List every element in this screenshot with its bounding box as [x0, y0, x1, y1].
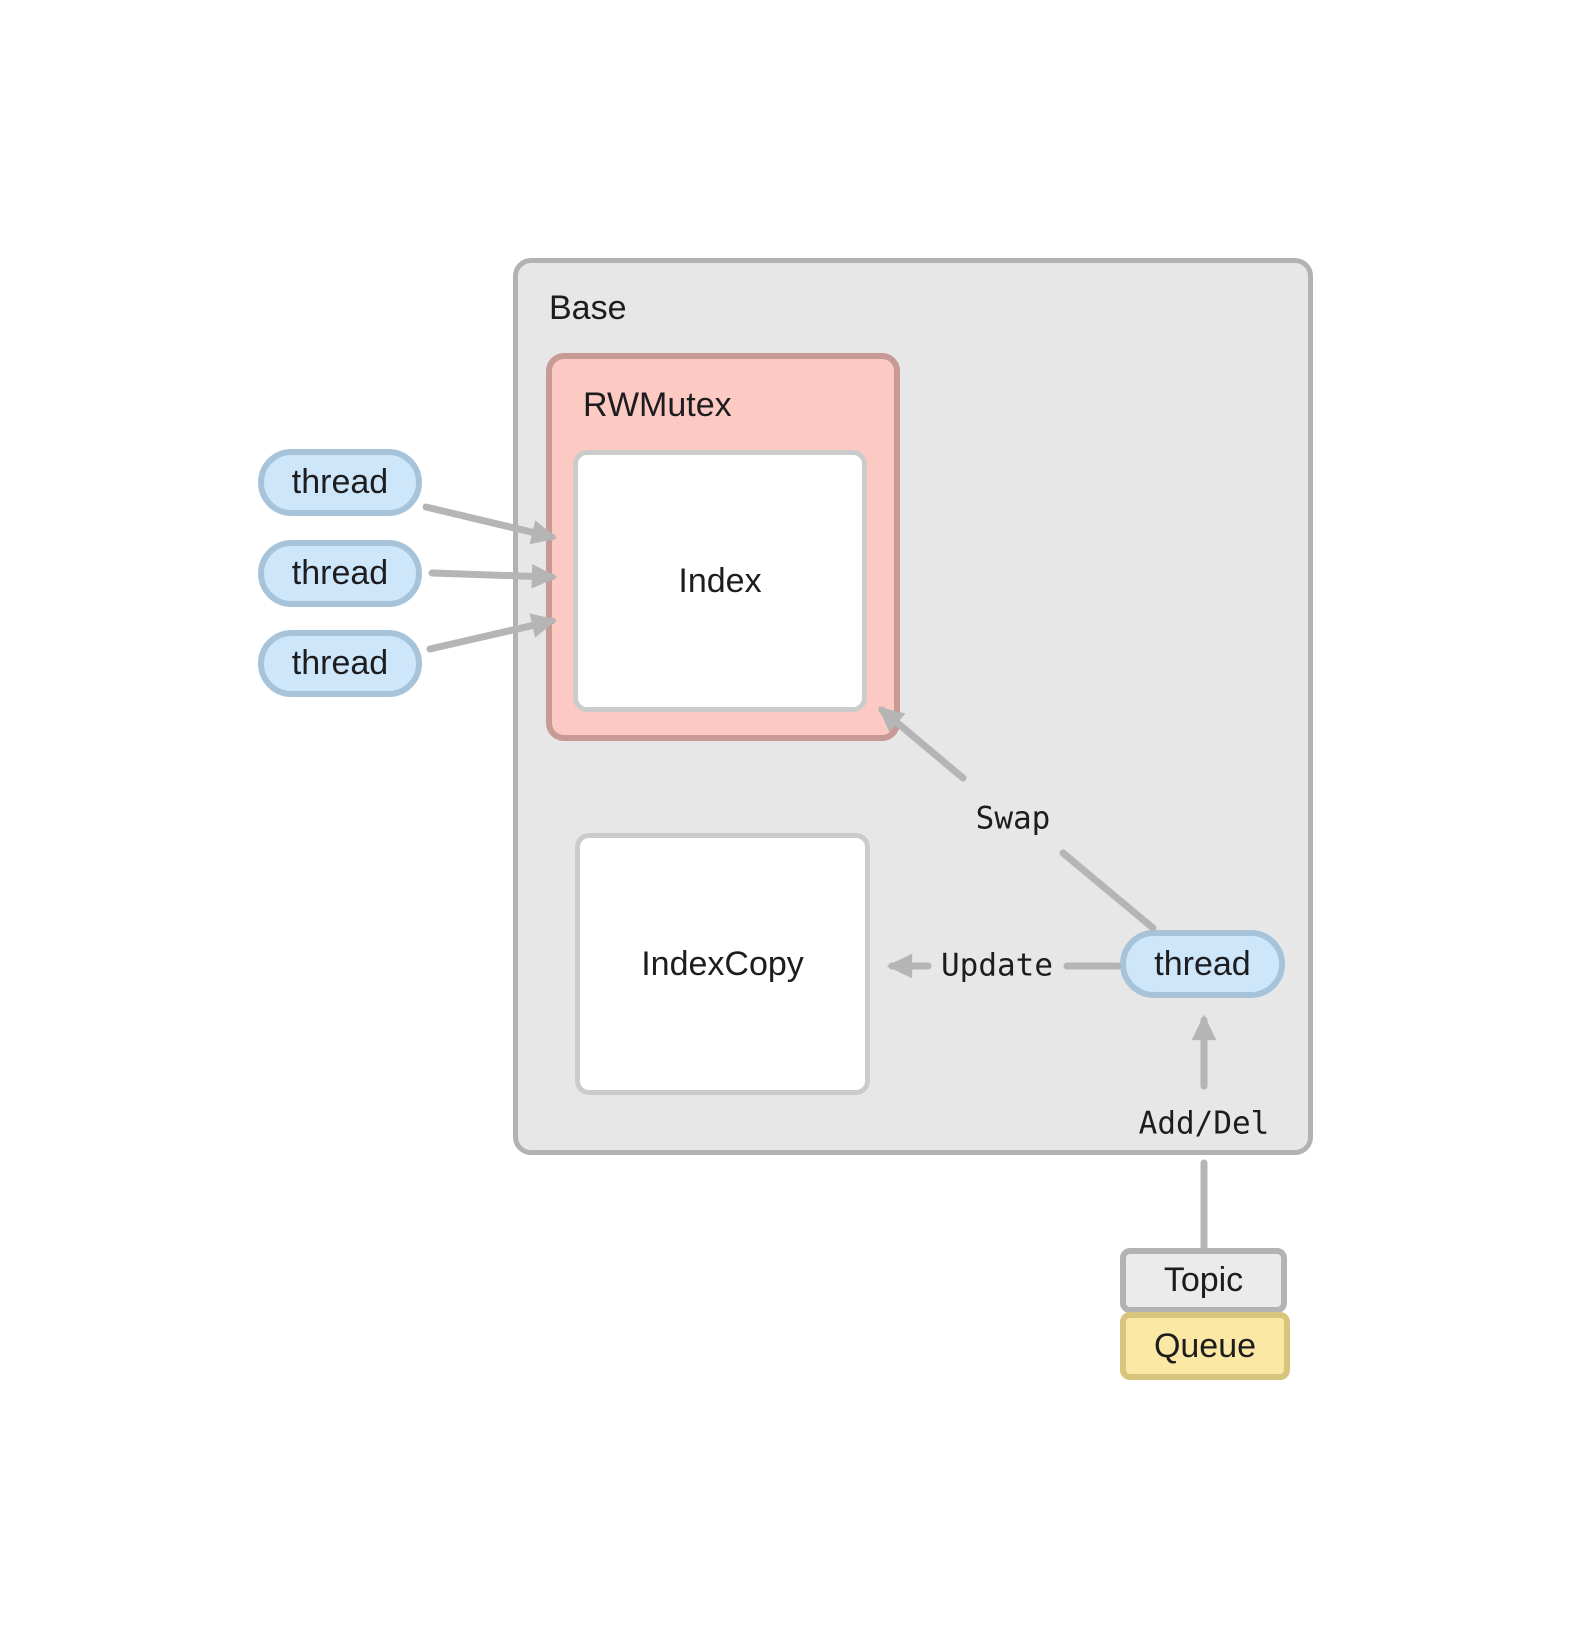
swap-edge-label: Swap	[975, 800, 1051, 837]
reader-thread-pill-1: thread	[258, 449, 422, 516]
queue-box: Queue	[1120, 1312, 1290, 1380]
writer-thread-pill: thread	[1120, 930, 1285, 998]
update-edge-label: Update	[941, 947, 1053, 984]
reader-thread-label-2: thread	[291, 554, 389, 592]
base-label: Base	[549, 289, 627, 327]
writer-thread-label: thread	[1154, 944, 1251, 983]
index-box: Index	[573, 450, 867, 712]
indexcopy-label: IndexCopy	[641, 944, 804, 983]
reader-thread-pill-2: thread	[258, 540, 422, 607]
topic-box: Topic	[1120, 1248, 1287, 1313]
topic-label: Topic	[1163, 1261, 1244, 1299]
rwmutex-label: RWMutex	[583, 386, 732, 424]
queue-label: Queue	[1153, 1326, 1257, 1365]
reader-thread-label-3: thread	[291, 644, 389, 682]
add-del-edge-label: Add/Del	[1138, 1105, 1270, 1142]
reader-thread-label-1: thread	[291, 463, 389, 501]
indexcopy-box: IndexCopy	[575, 833, 870, 1095]
index-label: Index	[678, 561, 762, 600]
reader-thread-pill-3: thread	[258, 630, 422, 697]
